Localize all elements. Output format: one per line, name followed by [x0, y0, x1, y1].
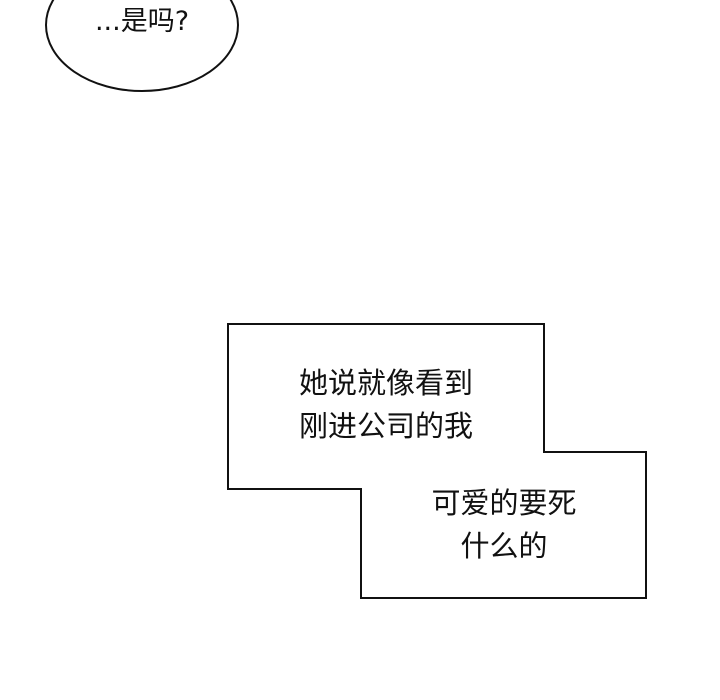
- caption-box-outline: [227, 323, 647, 599]
- caption-upper-line-2: 刚进公司的我: [298, 409, 474, 443]
- caption-upper-line-1: 她说就像看到: [298, 366, 474, 400]
- caption-lower-line-1: 可爱的要死: [431, 486, 577, 520]
- speech-bubble-text: ...是吗?: [94, 6, 190, 37]
- caption-lower-line-2: 什么的: [460, 529, 548, 563]
- speech-bubble-outline: [45, 0, 239, 92]
